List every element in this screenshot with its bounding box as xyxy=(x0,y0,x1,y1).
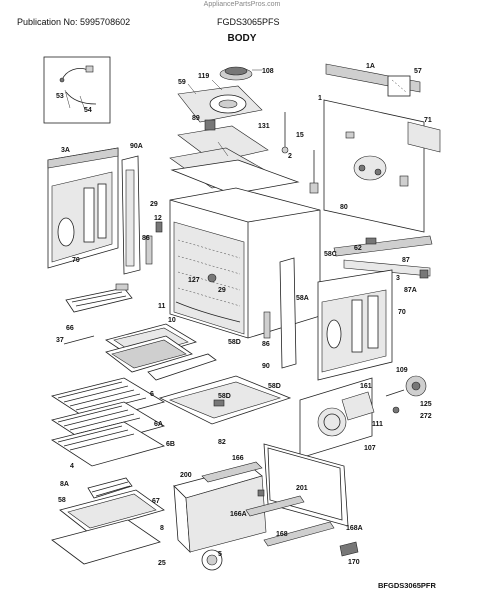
wire-harness-inset xyxy=(43,56,111,124)
part-label: 119 xyxy=(198,73,209,80)
part-label: 272 xyxy=(420,413,432,420)
convection-fan-assembly xyxy=(299,375,427,459)
part-label: 90A xyxy=(130,143,143,150)
part-label: 161 xyxy=(360,383,372,390)
part-label: 109 xyxy=(396,367,408,374)
part-label: 59 xyxy=(178,79,186,86)
part-label: 4 xyxy=(70,463,74,470)
part-label: 58A xyxy=(296,295,309,302)
part-label: 11 xyxy=(158,303,166,310)
part-label: 58D xyxy=(228,339,241,346)
part-label: 25 xyxy=(158,560,166,567)
part-label: 1 xyxy=(318,95,322,102)
part-label: 86 xyxy=(262,341,270,348)
part-label: 62 xyxy=(354,245,362,252)
part-label: 58D xyxy=(268,383,281,390)
part-label: 54 xyxy=(84,107,92,114)
storage-drawer xyxy=(173,443,349,554)
part-label: 29 xyxy=(150,201,158,208)
part-label: 2 xyxy=(288,153,292,160)
vent-frames xyxy=(147,353,292,425)
broil-element-and-glass xyxy=(51,477,359,571)
part-label: 90 xyxy=(262,363,270,370)
part-label: 29 xyxy=(218,287,226,294)
part-label: 70 xyxy=(398,309,406,316)
part-label: 8A xyxy=(60,481,69,488)
part-label: 89 xyxy=(192,115,200,122)
side-trims xyxy=(121,155,163,275)
part-label: 166A xyxy=(230,511,247,518)
broiler-pan xyxy=(105,323,197,373)
part-label: 87A xyxy=(404,287,417,294)
diagram-code: BFGDS3065PFR xyxy=(378,581,436,590)
part-label: 6B xyxy=(166,441,175,448)
part-label: 201 xyxy=(296,485,308,492)
part-label: 82 xyxy=(218,439,226,446)
oven-cavity xyxy=(169,187,321,339)
back-panel xyxy=(323,63,441,233)
part-label: 80 xyxy=(340,204,348,211)
part-label: 53 xyxy=(56,93,64,100)
part-label: 108 xyxy=(262,68,274,75)
part-label: 87 xyxy=(402,257,410,264)
part-label: 170 xyxy=(348,559,360,566)
part-label: 71 xyxy=(424,117,432,124)
broil-burner-assembly xyxy=(177,66,263,123)
part-label: 58 xyxy=(58,497,66,504)
model-number: FGDS3065PFS xyxy=(217,17,280,27)
part-label: 127 xyxy=(188,277,200,284)
part-label: 168 xyxy=(276,531,288,538)
part-label: 58C xyxy=(324,251,337,258)
oven-racks xyxy=(51,377,166,467)
part-label: 66 xyxy=(66,325,74,332)
part-label: 8 xyxy=(160,525,164,532)
part-label: 131 xyxy=(258,123,270,130)
part-label: 12 xyxy=(154,215,162,222)
part-label: 70 xyxy=(72,257,80,264)
part-label: 15 xyxy=(296,132,304,139)
front-trims xyxy=(263,257,297,369)
section-title: BODY xyxy=(227,33,257,44)
part-label: 200 xyxy=(180,472,192,479)
part-label: 107 xyxy=(364,445,376,452)
part-label: 67 xyxy=(152,498,160,505)
part-label: 37 xyxy=(56,337,64,344)
top-panel xyxy=(170,112,319,195)
publication-number: Publication No: 5995708602 xyxy=(17,17,131,27)
part-label: 1A xyxy=(366,63,375,70)
part-label: 57 xyxy=(414,68,422,75)
part-label: 125 xyxy=(420,401,432,408)
part-label: 86 xyxy=(142,235,150,242)
part-label: 6 xyxy=(150,391,154,398)
left-side-panel xyxy=(47,147,119,269)
right-side-panel xyxy=(317,269,393,381)
part-label: 168A xyxy=(346,525,363,532)
part-label: 58D xyxy=(218,393,231,400)
part-label: 5 xyxy=(218,551,222,558)
part-label: 6A xyxy=(154,421,163,428)
part-label: 166 xyxy=(232,455,244,462)
bake-element xyxy=(63,283,133,345)
part-label: 3 xyxy=(396,275,400,282)
part-label: 3A xyxy=(61,147,70,154)
part-label: 10 xyxy=(168,317,176,324)
part-label: 111 xyxy=(372,421,383,428)
vent-rails xyxy=(333,235,433,279)
watermark: AppliancePartsPros.com xyxy=(203,1,281,8)
